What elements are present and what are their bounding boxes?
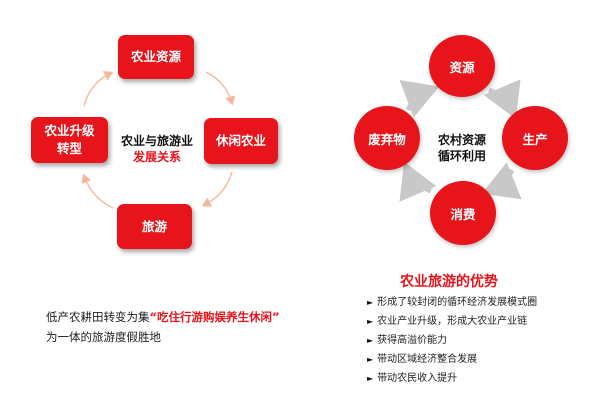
node-agri-upgrade: 农业升级转型 bbox=[31, 117, 108, 163]
list-item: ►获得高溢价能力 bbox=[367, 335, 448, 346]
left-center-line2: 发展关系 bbox=[132, 150, 181, 164]
node-waste-label: 废弃物 bbox=[368, 131, 406, 147]
list-item: ►带动区域经济整合发展 bbox=[367, 354, 478, 365]
node-production: 生产 bbox=[502, 106, 568, 170]
right-cycle-center: 农村资源 循环利用 bbox=[421, 132, 503, 164]
arrow-consumption-to-waste bbox=[399, 161, 437, 202]
node-consumption-label: 消费 bbox=[450, 206, 476, 222]
triangle-bullet-icon: ► bbox=[367, 317, 374, 326]
arrow-left-to-top bbox=[83, 71, 114, 107]
left-cycle-center: 农业与旅游业 发展关系 bbox=[118, 133, 196, 165]
list-item: ►农业产业升级，形成大农业产业链 bbox=[367, 316, 528, 327]
arrow-bottom-to-left bbox=[81, 173, 114, 209]
triangle-bullet-icon: ► bbox=[367, 355, 374, 364]
arrow-resource-to-production bbox=[483, 79, 521, 120]
node-consumption: 消费 bbox=[430, 181, 496, 245]
arrow-waste-to-resource bbox=[399, 80, 440, 118]
node-waste: 废弃物 bbox=[354, 106, 420, 170]
left-center-line1: 农业与旅游业 bbox=[120, 134, 193, 148]
node-tourism: 旅游 bbox=[117, 204, 192, 249]
node-tourism-label: 旅游 bbox=[141, 218, 167, 234]
triangle-bullet-icon: ► bbox=[367, 374, 374, 383]
arrow-production-to-consumption bbox=[481, 162, 522, 200]
triangle-bullet-icon: ► bbox=[367, 298, 374, 307]
node-agri-resources: 农业资源 bbox=[118, 35, 194, 79]
triangle-bullet-icon: ► bbox=[367, 336, 374, 345]
description-suffix: 为一体的旅游度假胜地 bbox=[46, 330, 161, 344]
node-resource-label: 资源 bbox=[449, 59, 475, 75]
list-item: ►带动农民收入提升 bbox=[367, 373, 458, 384]
description-prefix: 低产农耕田转变为集 bbox=[46, 310, 150, 324]
node-leisure-agri-label: 休闲农业 bbox=[215, 133, 266, 148]
node-agri-upgrade-label: 农业升级转型 bbox=[44, 123, 95, 156]
right-center-line2: 循环利用 bbox=[437, 149, 486, 163]
description-text: 低产农耕田转变为集“吃住行游购娱养生休闲” 为一体的旅游度假胜地 bbox=[46, 307, 306, 347]
right-center-line1: 农村资源 bbox=[437, 133, 486, 147]
node-production-label: 生产 bbox=[522, 131, 548, 147]
description-highlight: “吃住行游购娱养生休闲” bbox=[149, 310, 280, 324]
advantages-title: 农业旅游的优势 bbox=[400, 274, 498, 290]
arrow-right-to-bottom bbox=[201, 171, 233, 207]
advantages-list: ►形成了较封闭的循环经济发展模式圈 ►农业产业升级，形成大农业产业链 ►获得高溢… bbox=[367, 293, 537, 388]
arrow-top-to-right bbox=[205, 71, 236, 106]
node-resource: 资源 bbox=[429, 35, 495, 97]
list-item: ►形成了较封闭的循环经济发展模式圈 bbox=[367, 297, 538, 308]
node-agri-resources-label: 农业资源 bbox=[130, 49, 181, 64]
node-leisure-agri: 休闲农业 bbox=[204, 118, 278, 164]
